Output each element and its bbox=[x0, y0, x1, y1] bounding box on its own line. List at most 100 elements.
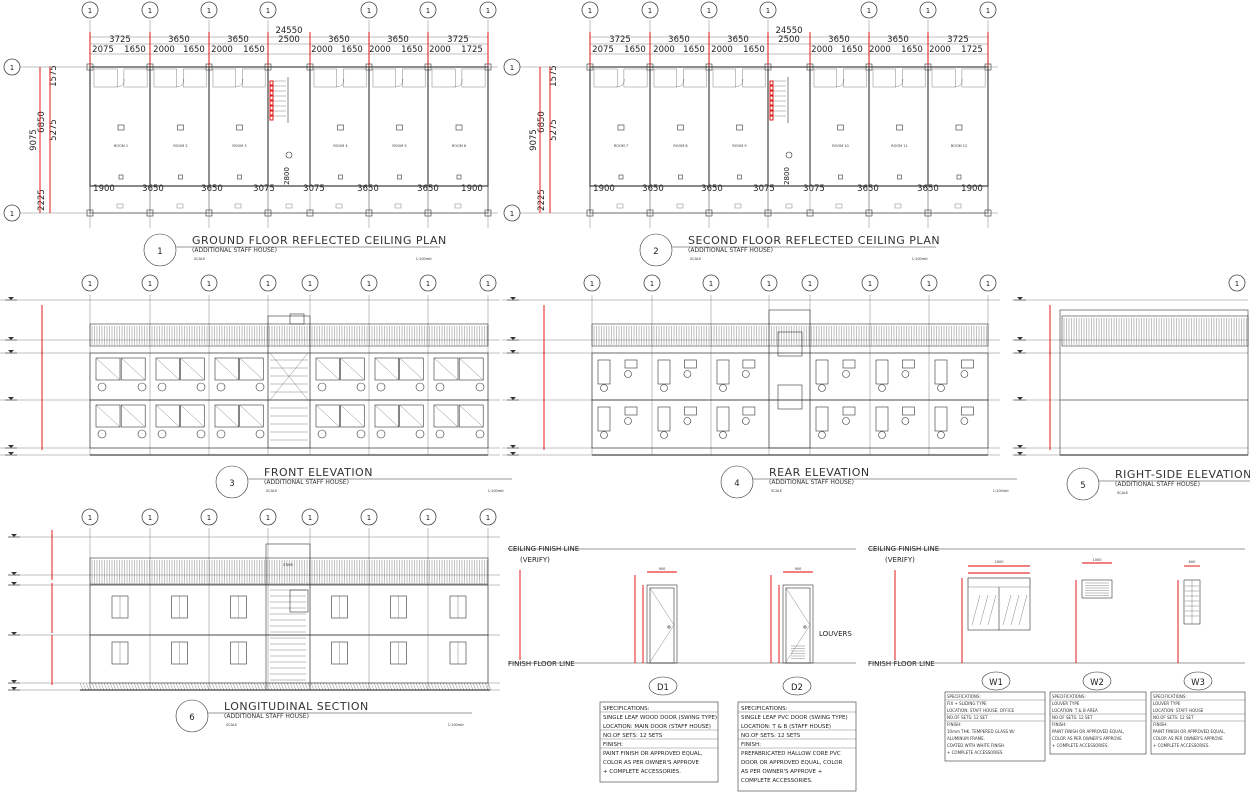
stair-core bbox=[768, 309, 811, 449]
ground-hatch bbox=[202, 682, 207, 691]
ground-hatch bbox=[406, 682, 411, 691]
door-leaf bbox=[785, 587, 811, 664]
spec-line: LOCATION: T & B (STAFF HOUSE) bbox=[741, 724, 831, 730]
corridor-light bbox=[116, 203, 124, 209]
grid-bubble: 1 bbox=[81, 508, 99, 526]
window-tag bbox=[317, 429, 327, 439]
window bbox=[374, 357, 399, 381]
window-width: 600 bbox=[1189, 560, 1196, 564]
ground-hatch bbox=[310, 682, 315, 691]
window bbox=[777, 331, 803, 357]
grid-bubble-label: 1 bbox=[207, 514, 211, 522]
window bbox=[934, 406, 948, 432]
spec-line: SPECIFICATIONS: bbox=[603, 706, 650, 712]
column bbox=[86, 209, 94, 217]
second-dim: 1725 bbox=[961, 45, 983, 55]
ground-hatch bbox=[193, 682, 198, 691]
door-swing bbox=[785, 624, 811, 663]
light-fixture bbox=[178, 174, 183, 180]
grid-bubble: 1 bbox=[360, 508, 378, 526]
room-label: ROOM 3 bbox=[232, 144, 246, 148]
spec-line: LOCATION: MAIN DOOR (STAFF HOUSE) bbox=[603, 724, 711, 730]
window bbox=[902, 406, 915, 416]
grid-bubble-label: 1 bbox=[367, 7, 371, 15]
glass-hatch bbox=[180, 404, 205, 428]
ground-hatch bbox=[283, 682, 288, 691]
ground-hatch bbox=[151, 682, 156, 691]
grid-bubble-label: 1 bbox=[867, 7, 871, 15]
parapet bbox=[1061, 315, 1249, 347]
spec-box bbox=[737, 701, 857, 792]
ground-hatch bbox=[121, 682, 126, 691]
title-text: REAR ELEVATION bbox=[769, 466, 870, 479]
closet bbox=[961, 68, 986, 88]
right-side-elevation: 1 bbox=[1012, 274, 1249, 456]
window bbox=[95, 404, 121, 428]
light-fixture bbox=[618, 174, 624, 180]
door-tag bbox=[196, 429, 206, 439]
level-triangle bbox=[1017, 452, 1023, 455]
stair-core bbox=[267, 315, 311, 449]
ground-hatch bbox=[247, 682, 252, 691]
light-fixture bbox=[236, 124, 243, 131]
stair-marker bbox=[769, 80, 774, 86]
grid-bubble-circle bbox=[919, 1, 937, 19]
window-w1-transom bbox=[967, 577, 1031, 588]
top-dim: 3725 bbox=[609, 35, 631, 45]
title-scale: SCALE bbox=[266, 489, 277, 493]
second-dim: 2075 bbox=[92, 45, 114, 55]
ground-hatch bbox=[469, 682, 474, 691]
grid-bubble-circle bbox=[141, 1, 159, 19]
second-dim: 1725 bbox=[461, 45, 483, 55]
room-label: ROOM 10 bbox=[832, 144, 849, 148]
grid-bubble: 1 bbox=[860, 1, 878, 19]
ground-hatch bbox=[367, 682, 372, 691]
glass-hatch bbox=[459, 357, 484, 381]
window-tag bbox=[741, 370, 750, 378]
second-dim: 1650 bbox=[243, 45, 265, 55]
grid-bubble-circle bbox=[360, 508, 378, 526]
grid-bubble-label: 1 bbox=[927, 280, 931, 288]
window bbox=[842, 406, 856, 416]
title-subtitle: (ADDITIONAL STAFF HOUSE) bbox=[224, 713, 309, 720]
spec-line: COATED WITH WHITE FINISH bbox=[947, 743, 1004, 748]
spec-line: LOCATION: T & B AREA bbox=[1052, 708, 1098, 713]
door-tag bbox=[255, 382, 265, 392]
title-text: FRONT ELEVATION bbox=[264, 466, 373, 479]
grid-bubble: 1 bbox=[760, 274, 778, 292]
ground-hatch bbox=[244, 682, 249, 691]
spec-line: SPECIFICATIONS: bbox=[947, 694, 981, 699]
ground-hatch bbox=[205, 682, 210, 691]
grid-bubble-label: 1 bbox=[426, 280, 430, 288]
ground-hatch bbox=[142, 682, 147, 691]
grid-bubble: 1 bbox=[360, 1, 378, 19]
grid-bubble-circle bbox=[760, 274, 778, 292]
window-tag bbox=[741, 417, 750, 425]
level-triangle bbox=[8, 350, 14, 353]
second-floor bbox=[591, 352, 989, 401]
grid-bubble-label: 1 bbox=[510, 64, 514, 72]
ground-hatch bbox=[181, 682, 186, 691]
grid-bubble: 1 bbox=[259, 508, 277, 526]
title-scale: SCALE bbox=[194, 257, 205, 261]
grid-bubble-circle bbox=[702, 274, 720, 292]
closet bbox=[402, 68, 426, 88]
grid-bubble-label: 1 bbox=[767, 280, 771, 288]
grid-bubble-label: 1 bbox=[367, 514, 371, 522]
ground-hatch bbox=[148, 682, 153, 691]
ground-hatch bbox=[445, 682, 450, 691]
room-label: ROOM 9 bbox=[732, 144, 746, 148]
room-label: ROOM 8 bbox=[673, 144, 687, 148]
door-tag bbox=[475, 382, 485, 392]
ground-hatch bbox=[349, 682, 354, 691]
grid-bubble: 1 bbox=[702, 274, 720, 292]
window bbox=[239, 357, 264, 381]
window bbox=[657, 406, 671, 432]
closet bbox=[742, 68, 766, 88]
grid-bubble-label: 1 bbox=[868, 280, 872, 288]
top-dim: 3650 bbox=[668, 35, 690, 45]
grid-bubble-circle bbox=[360, 274, 378, 292]
grid-bubble-label: 1 bbox=[266, 280, 270, 288]
window-tag bbox=[719, 384, 727, 392]
ground-hatch bbox=[190, 682, 195, 691]
